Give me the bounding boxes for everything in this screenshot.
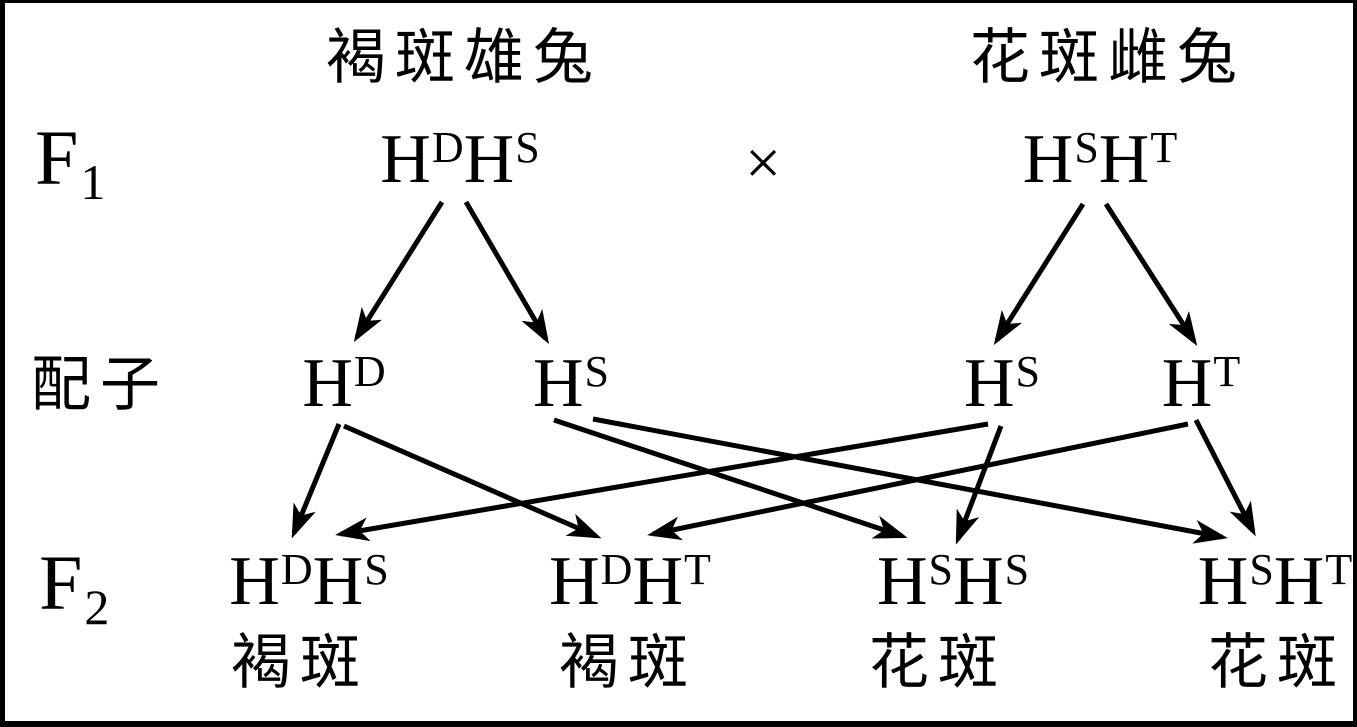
- arrow-female-hs-to-f2-hshs: [955, 425, 1004, 545]
- row-label-f1-base: F: [35, 114, 79, 201]
- genotype-allele-sup: T: [1150, 123, 1178, 172]
- arrow-layer: [291, 200, 1256, 545]
- genotype-allele-sup: T: [1213, 347, 1241, 396]
- cross-symbol: ×: [744, 127, 782, 198]
- row-label-gametes: 配子: [31, 352, 169, 418]
- arrow-f1-male-to-gamete-hd: [353, 200, 445, 343]
- f2-phenotype-label: 褐斑: [559, 630, 697, 696]
- genotype-allele-base: H: [876, 543, 928, 620]
- gamete-female-hs: HS: [964, 349, 1040, 419]
- f1-female-genotype: HSHT: [1023, 125, 1178, 195]
- arrow-female-ht-to-f2-hdht: [647, 421, 1189, 541]
- genotype-allele-sup: D: [353, 347, 386, 396]
- gamete-male-hs: HS: [533, 349, 609, 419]
- genotype-allele-sup: T: [684, 545, 711, 594]
- genotype-allele-base: H: [302, 345, 353, 422]
- parent-male-label: 褐斑雄兔: [326, 25, 602, 91]
- arrow-f1-female-to-gamete-hs: [993, 202, 1086, 346]
- f2-phenotype-label: 褐斑: [231, 630, 369, 696]
- arrow-female-hs-to-f2-hdhs: [335, 421, 989, 542]
- genotype-allele-base: H: [532, 345, 584, 422]
- genotype-allele-sup: D: [431, 123, 464, 172]
- genotype-allele-sup: S: [584, 347, 610, 396]
- f1-male-genotype: HDHS: [380, 125, 539, 195]
- genotype-allele-sup: D: [600, 545, 633, 594]
- f2-genotype-hdhs: HDHS: [229, 547, 388, 617]
- f2-phenotype-label: 花斑: [869, 630, 1007, 696]
- genotype-allele-sup: S: [364, 545, 389, 594]
- f2-genotype-hsht: HSHT: [1198, 547, 1353, 617]
- f2-phenotype-label: 花斑: [1208, 630, 1346, 696]
- genotype-allele-sup: T: [1325, 545, 1353, 594]
- genotype-allele-base: H: [1022, 121, 1074, 198]
- genotype-allele-base: H: [1161, 345, 1213, 422]
- genotype-allele-sup: S: [1074, 123, 1099, 172]
- genotype-allele-base: H: [380, 121, 431, 198]
- arrow-gamete-hd-to-f2-hdhs: [291, 423, 342, 539]
- arrow-female-ht-to-f2-hsht: [1193, 418, 1256, 537]
- f2-genotype-hshs: HSHS: [877, 547, 1029, 617]
- row-label-f2-sub: 2: [84, 579, 110, 635]
- genotype-allele-sup: S: [928, 545, 953, 594]
- arrow-f1-female-to-gamete-ht: [1103, 202, 1198, 347]
- genotype-allele-base: H: [963, 345, 1015, 422]
- arrow-male-hs-to-f2-hshs: [553, 417, 908, 539]
- genotype-allele-sup: S: [1249, 545, 1274, 594]
- genotype-allele-base: H: [229, 543, 280, 620]
- arrow-f1-male-to-gamete-hs: [463, 200, 550, 345]
- row-label-f1-sub: 1: [80, 154, 106, 210]
- row-label-f2: F2: [39, 544, 109, 633]
- row-label-f2-base: F: [39, 539, 83, 626]
- genotype-allele-sup: S: [1004, 545, 1030, 594]
- genotype-allele-sup: S: [515, 123, 540, 172]
- genotype-allele-base: H: [312, 543, 364, 620]
- parent-female-label: 花斑雌兔: [970, 25, 1246, 91]
- f2-genotype-hdht: HDHT: [549, 547, 711, 617]
- row-label-f1: F1: [35, 119, 105, 208]
- genotype-allele-base: H: [463, 121, 515, 198]
- gamete-male-hd: HD: [302, 349, 385, 419]
- genotype-allele-base: H: [1197, 543, 1249, 620]
- genotype-allele-base: H: [632, 543, 684, 620]
- arrow-gamete-hd-to-f2-hdht: [342, 423, 602, 539]
- genotype-allele-base: H: [1098, 121, 1150, 198]
- gamete-female-ht: HT: [1162, 349, 1240, 419]
- genotype-allele-sup: S: [1015, 347, 1041, 396]
- genotype-allele-base: H: [549, 543, 600, 620]
- arrow-male-hs-to-f2-hsht: [592, 416, 1228, 544]
- genotype-allele-base: H: [953, 543, 1004, 620]
- genotype-allele-sup: D: [280, 545, 313, 594]
- genotype-allele-base: H: [1273, 543, 1325, 620]
